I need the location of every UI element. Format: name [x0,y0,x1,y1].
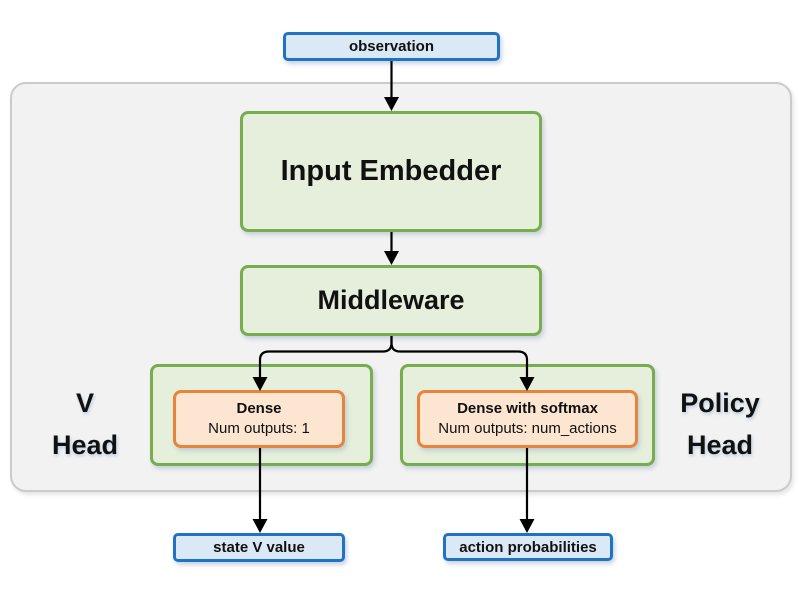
node-v-dense: Dense Num outputs: 1 [173,390,345,448]
policy-head-label-line1: Policy [680,388,760,418]
policy-head-label: Policy Head [656,382,784,466]
policy-dense-title: Dense with softmax [457,400,598,417]
v-dense-subtitle: Num outputs: 1 [208,420,310,437]
v-head-label-line2: Head [51,430,119,460]
v-dense-title: Dense [236,400,282,417]
node-input-embedder: Input Embedder [240,111,542,232]
node-state-v-value: state V value [173,533,345,562]
v-head-label: V Head [25,382,145,466]
node-middleware: Middleware [240,265,542,336]
node-observation: observation [283,32,500,61]
policy-dense-subtitle: Num outputs: num_actions [438,420,617,437]
node-policy-dense: Dense with softmax Num outputs: num_acti… [417,390,638,448]
policy-head-label-line2: Head [686,430,754,460]
node-action-probabilities: action probabilities [443,533,613,561]
v-head-label-line1: V [75,388,94,418]
